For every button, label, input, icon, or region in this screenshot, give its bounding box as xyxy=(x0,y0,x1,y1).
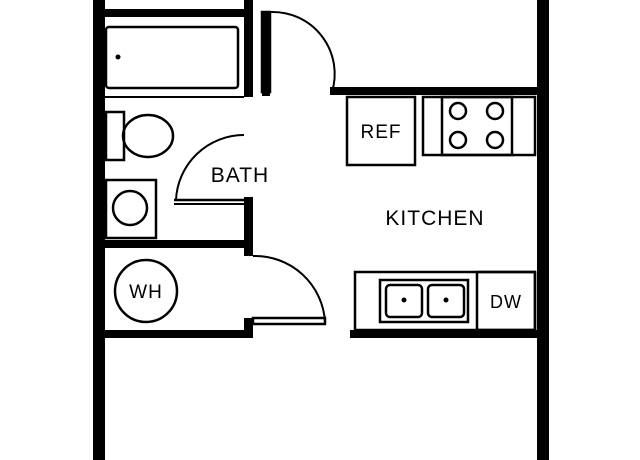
hall-door xyxy=(260,10,336,94)
wall-kitchen-top xyxy=(330,87,549,95)
sink-basin-left xyxy=(384,283,424,319)
toilet-tank xyxy=(104,110,126,162)
sink-drain-left xyxy=(401,297,407,303)
wall-bath-right-lower xyxy=(244,197,253,255)
wall-bath-right-upper xyxy=(244,0,253,97)
bathtub xyxy=(104,25,240,90)
refrigerator xyxy=(345,95,417,167)
wall-right-exterior xyxy=(537,0,549,460)
upper-counter xyxy=(421,95,537,157)
bath-vanity xyxy=(104,178,158,240)
wall-wh-bottom xyxy=(93,330,253,338)
room-label-kitchen: KITCHEN xyxy=(385,207,484,230)
wall-bath-bottom xyxy=(93,240,253,248)
wall-left-exterior xyxy=(93,0,105,460)
bath-sink xyxy=(111,189,149,227)
kitchen-fixtures xyxy=(345,95,537,332)
dishwasher xyxy=(475,270,537,332)
wh-door-swing xyxy=(252,254,326,323)
walls xyxy=(93,0,549,460)
hall-door-swing xyxy=(269,10,336,93)
labels: BATH KITCHEN REF DW WH xyxy=(129,122,522,312)
cooktop xyxy=(440,95,514,157)
bathtub-drain xyxy=(115,54,121,60)
bath-door-swing xyxy=(175,133,245,201)
fixture-label-dw: DW xyxy=(490,292,522,312)
wall-kitchen-bottom xyxy=(350,330,549,338)
toilet-bowl xyxy=(121,113,175,159)
burner-bottom-left xyxy=(448,130,468,150)
sink-drain-right xyxy=(443,297,449,303)
wall-wh-right-lower xyxy=(244,318,253,338)
wh-door-leaf xyxy=(251,316,327,326)
fixture-label-wh: WH xyxy=(129,282,163,303)
wall-hall-jamb xyxy=(262,12,270,96)
burner-top-right xyxy=(485,101,505,121)
room-label-bath: BATH xyxy=(211,164,269,187)
burner-top-left xyxy=(448,101,468,121)
wh-closet xyxy=(113,254,327,326)
wall-bath-top xyxy=(93,9,253,17)
kitchen-sink xyxy=(378,278,470,324)
fixture-label-ref: REF xyxy=(361,122,402,143)
hall-door-leaf xyxy=(260,10,272,94)
burner-bottom-right xyxy=(485,130,505,150)
sink-basin-right xyxy=(426,283,466,319)
bath-fixtures xyxy=(104,25,245,240)
wall-wh-right-upper xyxy=(244,240,253,256)
water-heater xyxy=(113,258,179,324)
